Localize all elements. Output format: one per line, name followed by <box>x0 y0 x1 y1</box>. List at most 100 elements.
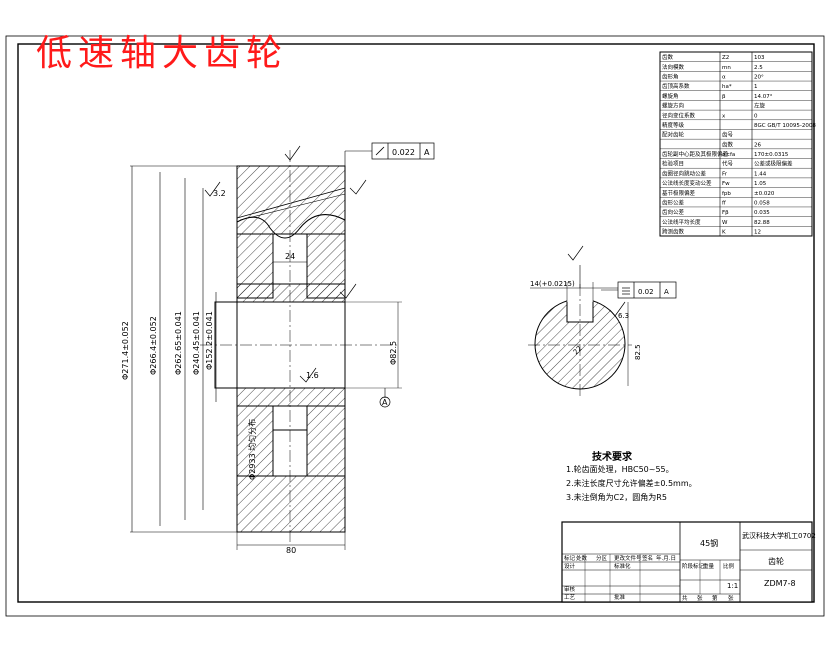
note-1: 1.轮齿面处理，HBC50~55。 <box>566 464 674 474</box>
param-cell-9-2: 26 <box>754 142 761 148</box>
param-cell-3-1: ha* <box>722 84 732 90</box>
inner-frame <box>17 43 815 603</box>
tol-value-2: 0.02 <box>638 288 654 296</box>
param-cell-15-1: ff <box>722 200 726 206</box>
param-cell-4-1: β <box>722 94 726 100</box>
note-2: 2.未注长度尺寸允许偏差±0.5mm。 <box>566 478 697 488</box>
param-cell-10-1: a±fa <box>722 152 735 158</box>
keyway-labels: 14(+0.0215) 0.02 A 82.5 6.3 22 <box>530 280 669 360</box>
title-block: 45钢 武汉科技大学机工0702 齿轮 ZDM7-8 1:1 标记 处数 分区 … <box>561 521 816 603</box>
tb-label-4: 签名 <box>642 554 653 562</box>
param-cell-12-0: 齿圈径向跳动公差 <box>662 169 707 177</box>
param-cell-8-0: 配对齿轮 <box>662 131 685 139</box>
ra-label-1: 3.2 <box>213 189 226 198</box>
param-cell-1-2: 2.5 <box>754 65 763 71</box>
dim-d3: Φ262.65±0.041 <box>174 311 183 375</box>
tb-label-13: 批准 <box>614 593 626 601</box>
param-cell-15-0: 齿形公差 <box>662 198 685 206</box>
dim-d5: Φ152.2±0.041 <box>205 311 214 370</box>
tb-label-2: 分区 <box>596 554 608 562</box>
param-cell-4-0: 螺旋角 <box>662 92 679 100</box>
param-cell-6-2: 0 <box>754 113 758 119</box>
datum-a: A <box>382 398 388 407</box>
tb-label-11: 审核 <box>564 585 576 593</box>
gear-section-view <box>130 142 435 550</box>
param-cell-5-0: 螺旋方向 <box>662 102 684 110</box>
key-width-label: 22 <box>572 344 584 356</box>
param-cell-17-2: 82.88 <box>754 220 770 226</box>
param-cell-16-0: 齿向公差 <box>662 208 685 216</box>
tol-datum-2: A <box>664 288 669 296</box>
param-cell-15-2: 0.058 <box>754 200 770 206</box>
notes-heading: 技术要求 <box>592 450 633 463</box>
dim-d1: Φ271.4±0.052 <box>121 321 130 380</box>
param-cell-18-0: 跨测齿数 <box>662 228 685 236</box>
tb-label-15: 张 <box>697 594 703 602</box>
param-cell-1-1: mn <box>722 65 731 71</box>
param-cell-16-1: Fβ <box>722 210 729 216</box>
tol-value-1: 0.022 <box>392 148 415 157</box>
tb-label-10: 比例 <box>723 562 735 570</box>
tb-label-5: 年.月.日 <box>656 554 676 562</box>
param-cell-10-0: 齿轮副中心距及其极限偏差 <box>662 150 729 158</box>
key-depth-label: 82.5 <box>634 344 642 360</box>
dim-spokes: Φ2933 均匀分布 <box>247 419 257 480</box>
gear-dimension-labels: Φ271.4±0.052 Φ266.4±0.052 Φ262.65±0.041 … <box>121 148 430 555</box>
tb-label-7: 标准化 <box>614 562 631 570</box>
dim-hub: 24 <box>285 252 295 261</box>
ra-label-3: 6.3 <box>618 312 629 320</box>
drawing-title: 低速轴大齿轮 <box>36 33 289 74</box>
param-cell-11-2: 公差或极限偏差 <box>754 160 793 168</box>
param-cell-0-0: 齿数 <box>662 53 674 61</box>
tb-label-9: 重量 <box>703 562 715 570</box>
param-cell-3-0: 齿顶高系数 <box>662 82 690 90</box>
note-3: 3.未注倒角为C2，圆角为R5 <box>566 492 667 502</box>
tb-label-1: 处数 <box>576 554 588 562</box>
dim-d4: Φ240.45±0.041 <box>192 311 201 375</box>
param-cell-18-1: K <box>722 230 726 236</box>
dim-bore: Φ82.5 <box>389 341 398 365</box>
param-cell-13-0: 公法线长度变动公差 <box>662 179 712 187</box>
tb-label-6: 设计 <box>564 562 576 570</box>
param-cell-10-2: 170±0.0315 <box>754 152 789 158</box>
param-cell-8-1: 齿号 <box>722 132 734 139</box>
param-cell-11-1: 代号 <box>722 160 734 168</box>
tb-label-17: 张 <box>728 594 734 602</box>
dim-d2: Φ266.4±0.052 <box>149 316 158 375</box>
dim-width: 80 <box>286 546 296 555</box>
param-cell-18-2: 12 <box>754 230 761 236</box>
param-cell-0-1: Z2 <box>722 55 729 61</box>
param-cell-14-2: ±0.020 <box>754 191 775 197</box>
tb-scale: 1:1 <box>727 582 738 590</box>
tb-company: 武汉科技大学机工0702 <box>742 531 816 540</box>
param-cell-14-0: 基节极限偏差 <box>662 189 696 197</box>
param-cell-6-0: 径向变位系数 <box>662 111 696 119</box>
tb-code: ZDM7-8 <box>764 579 796 588</box>
tb-part: 齿轮 <box>768 556 784 566</box>
param-cell-16-2: 0.035 <box>754 210 770 216</box>
tb-label-14: 共 <box>682 594 688 602</box>
tb-labels: 标记 处数 分区 更改文件号 签名 年.月.日 设计 标准化 阶段标记 重量 比… <box>564 554 735 602</box>
keyway-section-view <box>528 245 677 396</box>
param-cell-12-2: 1.44 <box>754 171 767 177</box>
outer-frame <box>5 35 825 617</box>
tb-material: 45钢 <box>700 538 718 548</box>
tb-label-16: 第 <box>712 594 718 602</box>
param-cell-11-0: 检验项目 <box>662 160 684 168</box>
param-cell-7-0: 精度等级 <box>662 121 685 129</box>
param-cell-2-1: α <box>722 75 726 81</box>
param-cell-14-1: fpb <box>722 191 731 197</box>
tol-datum-1: A <box>424 148 430 157</box>
param-cell-7-2: 8GC GB/T 10095-2008 <box>754 123 816 129</box>
param-cell-13-2: 1.05 <box>754 181 767 187</box>
param-cell-13-1: Fw <box>722 181 730 187</box>
tb-label-8: 阶段标记 <box>682 562 705 570</box>
technical-notes: 技术要求 1.轮齿面处理，HBC50~55。 2.未注长度尺寸允许偏差±0.5m… <box>566 450 697 502</box>
param-cell-12-1: Fr <box>722 171 728 177</box>
param-cell-17-0: 公法线平均长度 <box>662 218 701 226</box>
tb-label-12: 工艺 <box>564 594 576 601</box>
param-cell-4-2: 14.07° <box>754 94 773 100</box>
key-tol-label: 14(+0.0215) <box>530 280 575 288</box>
